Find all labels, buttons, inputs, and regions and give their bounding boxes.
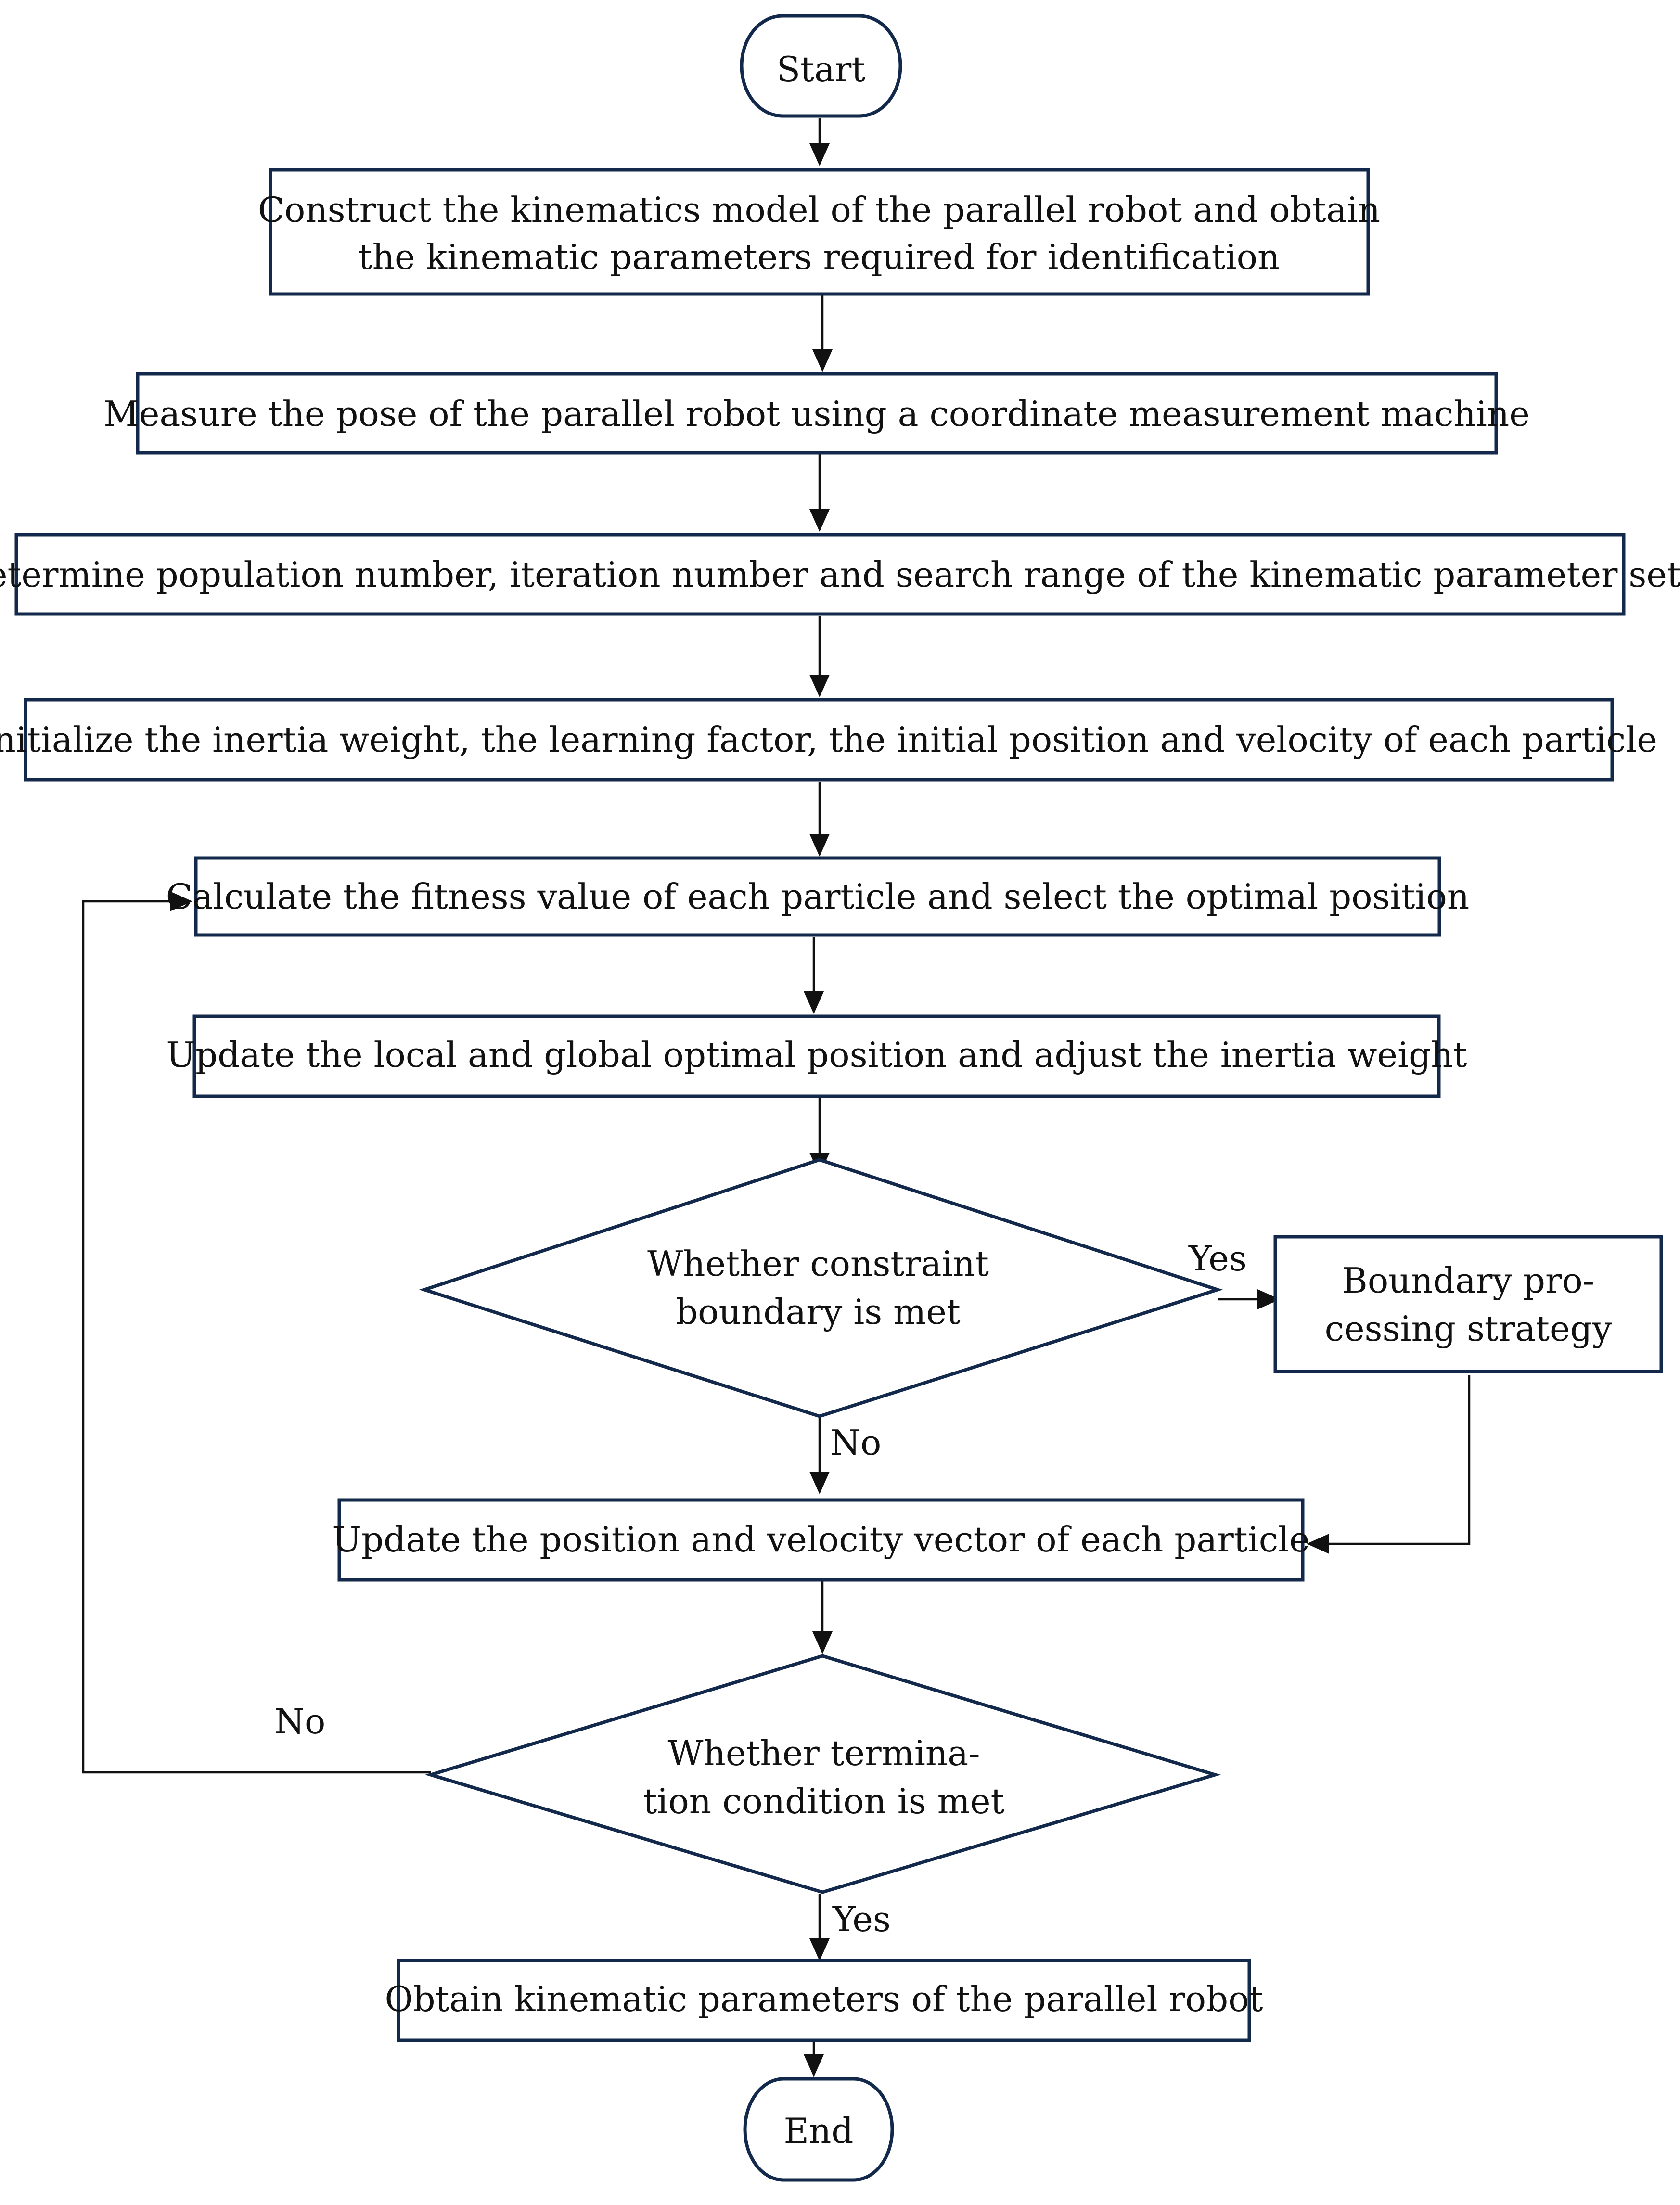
initialize-particles-label: Initialize the inertia weight, the learn… [0,719,1657,760]
obtain-parameters-label: Obtain kinematic parameters of the paral… [385,1979,1263,2019]
determine-parameters-box [14,533,1626,616]
update-optimal-box [192,1014,1441,1098]
obtain-parameters-step: Obtain kinematic parameters of the paral… [385,1959,1263,2042]
arrowhead-update-optimal [804,991,824,1014]
measure-pose-step: Measure the pose of the parallel robot u… [103,372,1530,455]
arrow-boundary-to-update-position [1328,1375,1471,1545]
construct-model-line-1: Construct the kinematics model of the pa… [258,190,1380,230]
update-position-label: Update the position and velocity vector … [332,1519,1309,1560]
construct-model-step: Construct the kinematics model of the pa… [258,168,1380,296]
arrowhead-determine [809,509,830,532]
construct-model-box [269,168,1370,296]
arrowhead-end [804,2054,824,2077]
arrowhead-calculate [809,834,830,857]
initialize-particles-step: Initialize the inertia weight, the learn… [0,698,1657,782]
end-terminal: End [743,2077,894,2182]
arrowhead-termination [812,1631,833,1654]
construct-model-line-2: the kinematic parameters required for id… [359,237,1280,277]
arrowhead-boundary [1257,1289,1280,1309]
update-optimal-label: Update the local and global optimal posi… [166,1035,1467,1075]
arrowhead-initialize [809,675,830,697]
constraint-line-2: boundary is met [676,1292,961,1332]
boundary-strategy-step: Boundary pro- cessing strategy [1273,1235,1663,1373]
start-label: Start [777,49,866,90]
termination-no-label: No [274,1701,325,1742]
calculate-fitness-step: Calculate the fitness value of each part… [166,856,1469,937]
arrowhead-calculate-loop [170,891,192,911]
end-shape [743,2077,894,2182]
arrow-termination-no-loop [82,900,431,1774]
measure-pose-box [136,372,1498,455]
connectors [82,118,1471,2077]
update-position-box [337,1498,1305,1582]
update-position-step: Update the position and velocity vector … [332,1498,1310,1582]
calculate-fitness-label: Calculate the fitness value of each part… [166,876,1469,917]
update-optimal-step: Update the local and global optimal posi… [166,1014,1467,1098]
arrowhead-construct [809,143,830,166]
determine-parameters-label: Determine population number, iteration n… [0,554,1680,595]
calculate-fitness-box [194,856,1441,937]
arrowhead-update-position [809,1472,830,1494]
obtain-parameters-box [397,1959,1251,2042]
constraint-line-1: Whether constraint [647,1244,989,1284]
boundary-strategy-line-2: cessing strategy [1325,1308,1612,1349]
start-terminal: Start [740,14,902,118]
boundary-strategy-line-1: Boundary pro- [1342,1260,1594,1301]
termination-decision: Whether termina- tion condition is met [424,1654,1221,1894]
arrowhead-measure [812,349,833,372]
measure-pose-label: Measure the pose of the parallel robot u… [103,394,1530,434]
initialize-particles-box [24,698,1614,782]
constraint-decision: Whether constraint boundary is met [419,1158,1223,1418]
end-label: End [783,2111,853,2151]
termination-line-2: tion condition is met [643,1781,1005,1821]
determine-parameters-step: Determine population number, iteration n… [0,533,1680,616]
termination-yes-label: Yes [832,1899,891,1939]
start-shape [740,14,902,118]
constraint-yes-label: Yes [1188,1238,1247,1279]
termination-line-1: Whether termina- [667,1733,980,1773]
arrowhead-update-position-side [1307,1534,1329,1554]
constraint-diamond [419,1158,1223,1418]
termination-diamond [424,1654,1221,1894]
boundary-strategy-box [1273,1235,1663,1373]
constraint-no-label: No [830,1423,881,1463]
arrowhead-obtain [809,1938,830,1961]
